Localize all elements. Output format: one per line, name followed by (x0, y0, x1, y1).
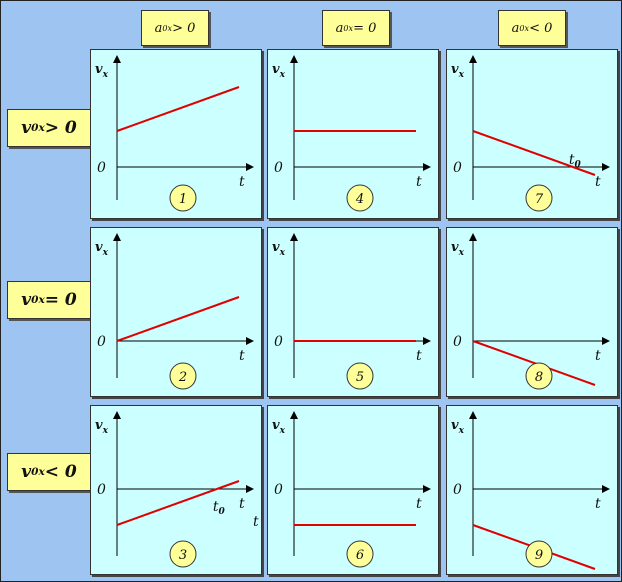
v-axis-label: vx (272, 418, 286, 436)
t-axis-label: t (595, 174, 601, 190)
t-axis-label: t (239, 348, 245, 364)
t-axis-label: t (239, 496, 245, 512)
label-symbol: v (21, 118, 32, 138)
panel-number: 7 (535, 192, 544, 207)
label-subscript: 0x (519, 23, 530, 33)
graph-svg: vx 0 tt t0 3 (95, 411, 259, 568)
label-subscript: 0x (31, 294, 45, 306)
graph-svg: vx 0 t 4 (272, 55, 431, 212)
t-axis-label: t (416, 496, 422, 512)
graph-svg: vx 0 t 8 (451, 233, 610, 390)
panel-number: 9 (535, 548, 543, 563)
v-axis-label: vx (95, 62, 109, 80)
origin-label: 0 (97, 334, 106, 350)
label-relation: < 0 (529, 20, 553, 36)
origin-label: 0 (453, 160, 462, 176)
graph-svg: vx 0 t t0 7 (451, 55, 610, 212)
t-axis-label: t (595, 348, 601, 364)
panel-number: 1 (179, 192, 187, 207)
label-relation: < 0 (44, 462, 77, 482)
panel-number-badge (346, 184, 374, 212)
label-relation: > 0 (44, 118, 77, 138)
graph-panel-2: vx 0 t 2 (90, 227, 262, 397)
t-axis-label: t (416, 348, 422, 364)
label-symbol: a (511, 20, 520, 36)
origin-label: 0 (274, 334, 283, 350)
t-axis-label: t (595, 496, 601, 512)
panel-number-badge (346, 362, 374, 390)
velocity-line (116, 296, 240, 342)
label-relation: = 0 (44, 290, 77, 310)
panel-number: 5 (356, 370, 364, 385)
origin-label: 0 (274, 482, 283, 498)
v-axis-label: vx (272, 62, 286, 80)
label-symbol: a (154, 20, 163, 36)
panel-number-badge (525, 184, 553, 212)
graph-svg: vx 0 t 6 (272, 411, 431, 568)
label-symbol: v (21, 290, 32, 310)
panel-number-badge (169, 540, 197, 568)
label-subscript: 0x (162, 23, 173, 33)
panel-number-badge (525, 362, 553, 390)
v-axis-label: vx (451, 62, 465, 80)
graph-panel-9: vx 0 t 9 (446, 405, 618, 575)
graph-panel-5: vx 0 t 5 (267, 227, 439, 397)
panel-number-badge (169, 184, 197, 212)
graph-svg: vx 0 t 5 (272, 233, 431, 390)
label-relation: > 0 (172, 20, 196, 36)
graph-svg: vx 0 t 1 (95, 55, 254, 212)
velocity-line (116, 86, 240, 132)
graph-panel-8: vx 0 t 8 (446, 227, 618, 397)
v-axis-label: vx (451, 418, 465, 436)
origin-label: 0 (453, 334, 462, 350)
panel-number: 6 (356, 548, 364, 563)
graph-panel-6: vx 0 t 6 (267, 405, 439, 575)
panel-number-badge (169, 362, 197, 390)
velocity-line (472, 340, 596, 386)
origin-label: 0 (97, 482, 106, 498)
velocity-line (116, 480, 240, 526)
t-axis-label-extra: t (253, 514, 259, 530)
label-subscript: 0x (31, 122, 45, 134)
panel-number-badge (346, 540, 374, 568)
graph-panel-7: vx 0 t t0 7 (446, 49, 618, 219)
label-symbol: a (335, 20, 344, 36)
label-subscript: 0x (343, 23, 354, 33)
graph-panel-4: vx 0 t 4 (267, 49, 439, 219)
panel-number-badge (525, 540, 553, 568)
velocity-line (472, 130, 596, 176)
label-relation: = 0 (353, 20, 377, 36)
origin-label: 0 (97, 160, 106, 176)
panel-number: 4 (355, 192, 364, 207)
v-axis-label: vx (272, 240, 286, 258)
t-axis-label: t (416, 174, 422, 190)
graph-svg: vx 0 t 2 (95, 233, 254, 390)
panel-number: 8 (535, 370, 543, 385)
v-axis-label: vx (451, 240, 465, 258)
graph-panel-1: vx 0 t 1 (90, 49, 262, 219)
v-axis-label: vx (95, 418, 109, 436)
t0-label: t0 (569, 152, 582, 170)
panel-number: 2 (178, 370, 187, 385)
v-axis-label: vx (95, 240, 109, 258)
origin-label: 0 (274, 160, 283, 176)
t0-label: t0 (213, 499, 226, 517)
origin-label: 0 (453, 482, 462, 498)
label-symbol: v (21, 462, 32, 482)
panel-number: 3 (179, 548, 187, 563)
t-axis-label: t (239, 174, 245, 190)
label-subscript: 0x (31, 466, 45, 478)
graph-svg: vx 0 t 9 (451, 411, 610, 570)
